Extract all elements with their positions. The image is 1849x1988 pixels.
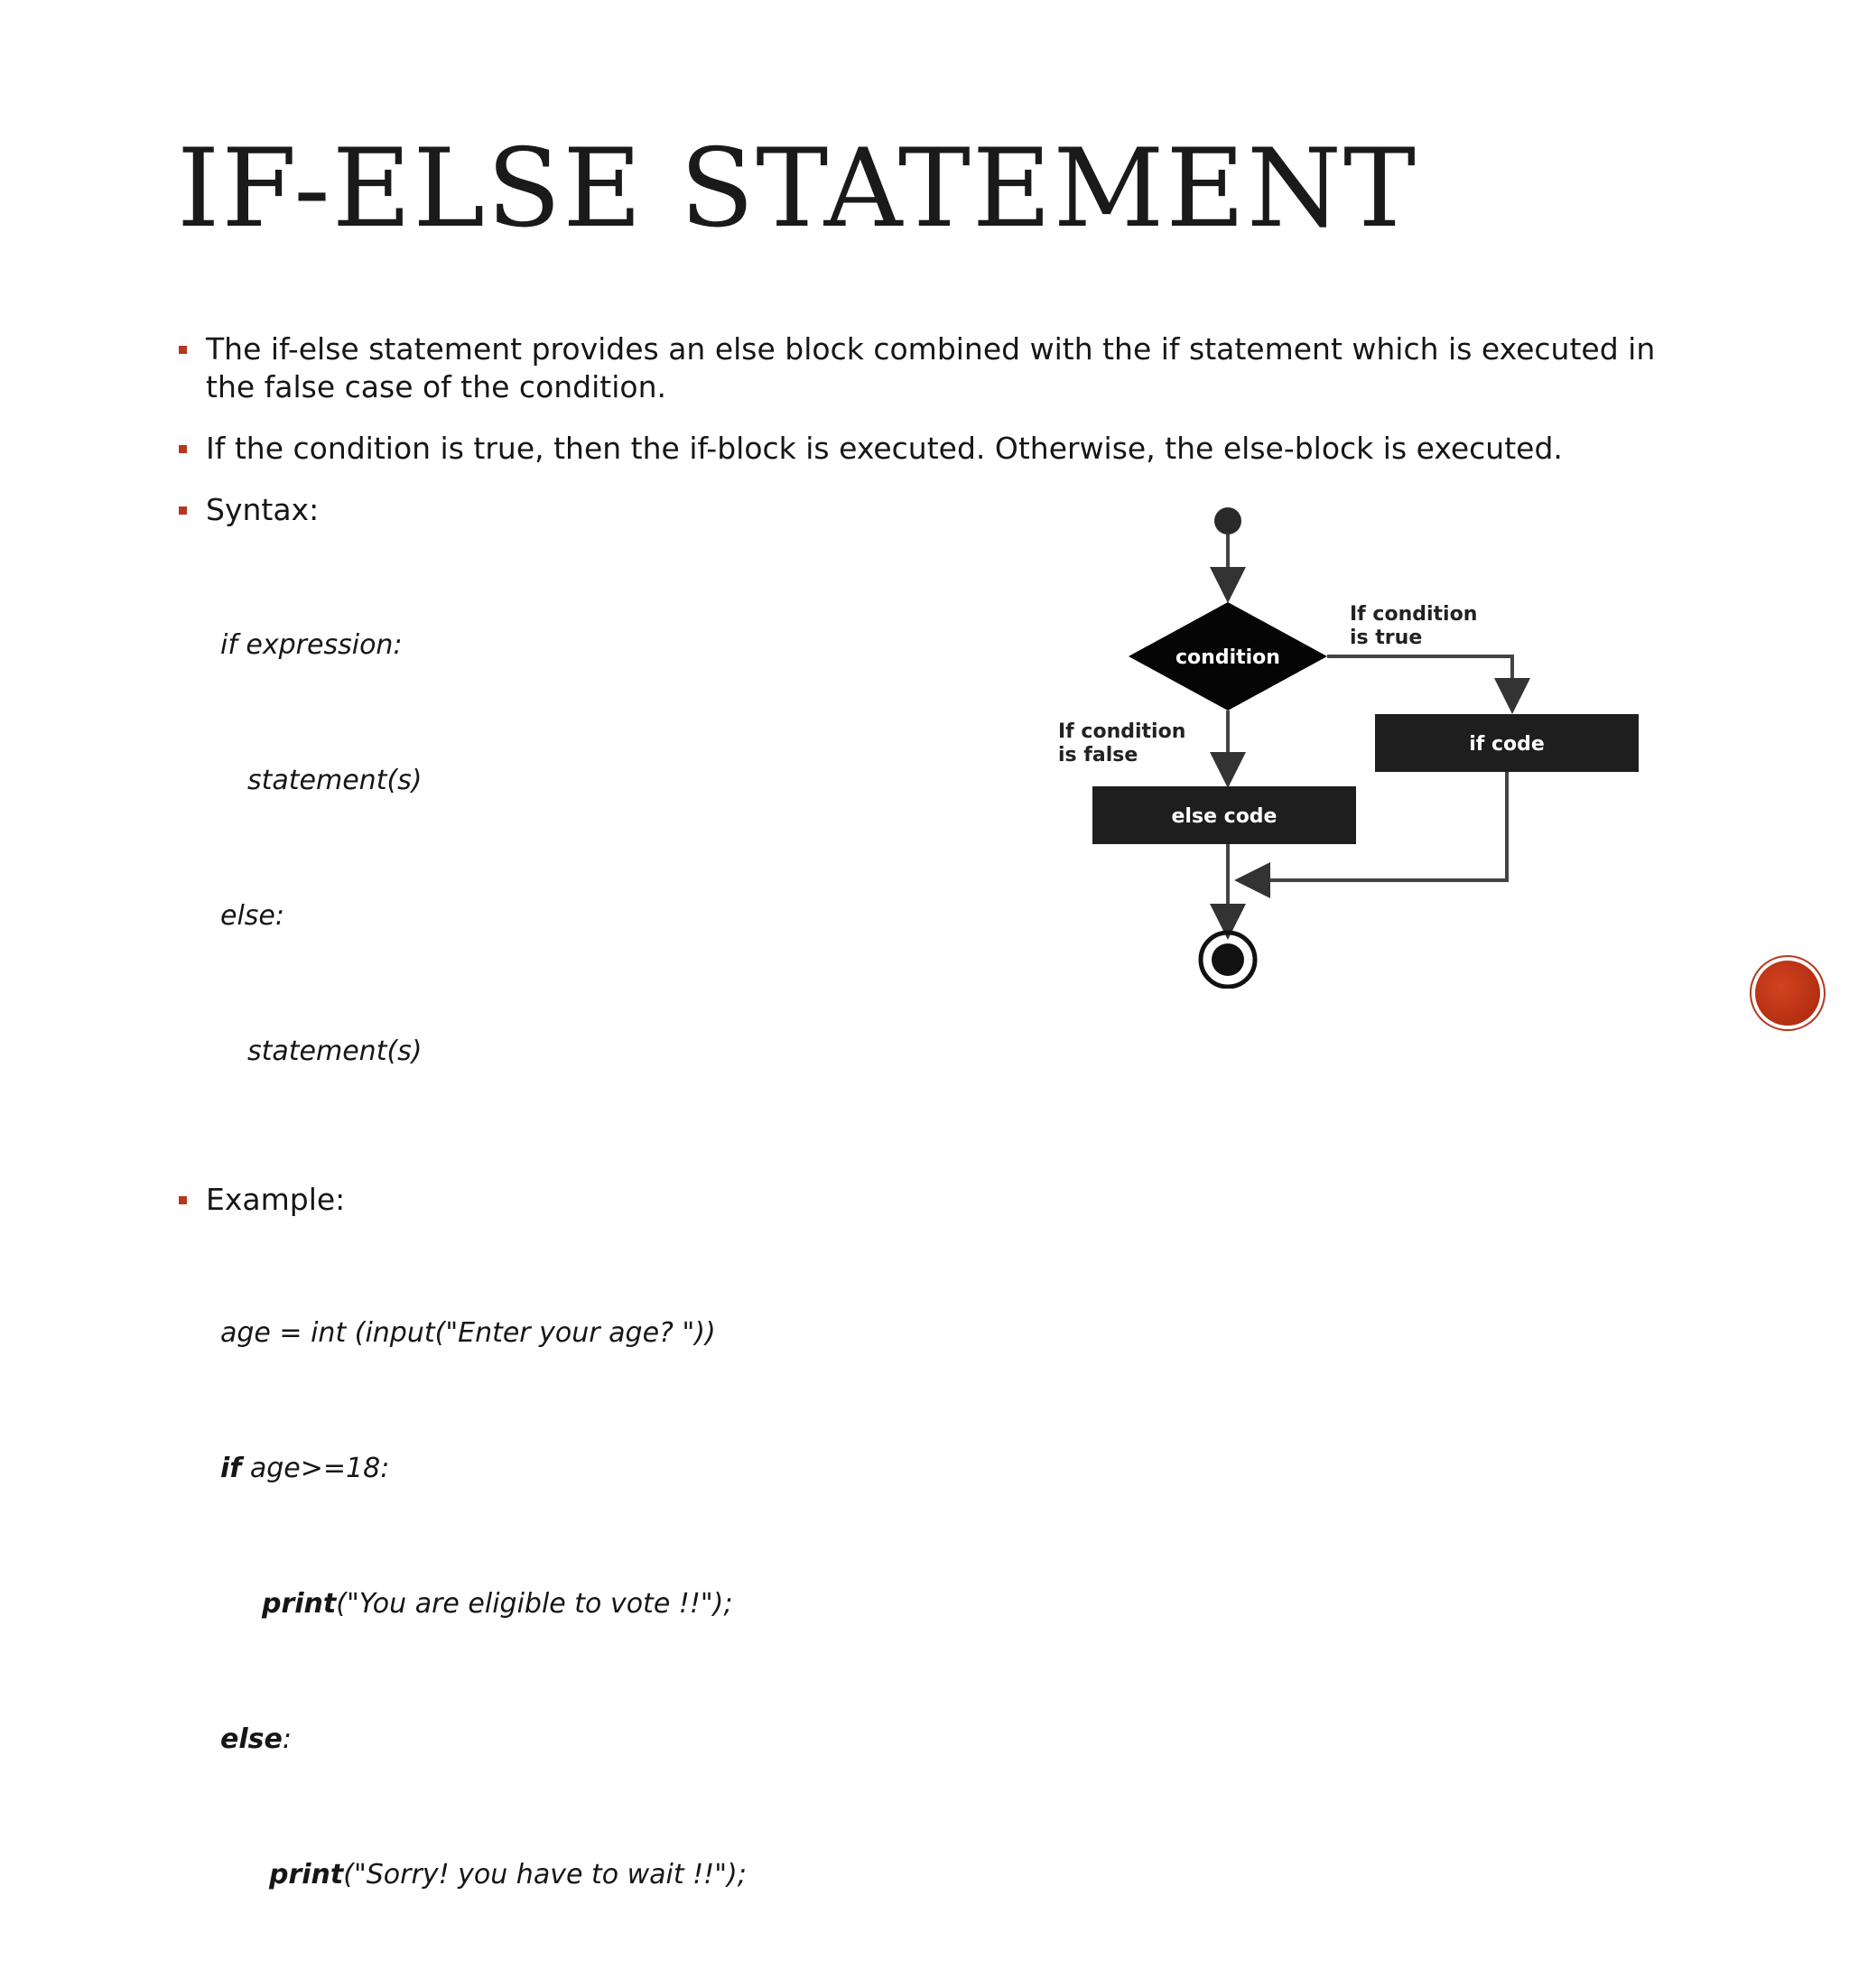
example-block: age = int (input("Enter your age? ")) if…	[220, 1221, 1659, 1988]
slide-title: IF-ELSE STATEMENT	[177, 126, 1417, 252]
square-bullet-icon	[179, 346, 187, 354]
bullet-item: If the condition is true, then the if-bl…	[179, 430, 1659, 468]
true-branch-label: If condition	[1350, 603, 1477, 626]
code-line: age = int (input("Enter your age? "))	[220, 1317, 716, 1349]
else-code-box	[1092, 786, 1356, 844]
square-bullet-icon	[179, 445, 187, 453]
code-keyword: print	[269, 1859, 344, 1890]
square-bullet-icon	[179, 1196, 187, 1204]
code-keyword: else	[220, 1723, 283, 1755]
code-line: statement(s)	[247, 765, 423, 796]
code-text: ("Sorry! you have to wait !!");	[343, 1859, 747, 1890]
code-line: else:	[220, 900, 284, 932]
code-keyword: if	[220, 1453, 242, 1484]
code-line: print("Sorry! you have to wait !!");	[220, 1853, 1659, 1898]
square-bullet-icon	[179, 506, 187, 515]
bullet-item: Syntax:	[179, 491, 1659, 529]
merge-arrow	[1234, 772, 1509, 898]
bullet-text: Syntax:	[206, 492, 320, 527]
bullet-text: Example:	[206, 1182, 346, 1217]
code-text: age>=18:	[241, 1453, 390, 1484]
code-line: if expression:	[220, 629, 403, 661]
condition-diamond	[1129, 602, 1327, 711]
bullet-text: If the condition is true, then the if-bl…	[206, 431, 1563, 466]
code-line: statement(s)	[247, 1036, 423, 1067]
end-node-core	[1212, 943, 1244, 976]
code-text: :	[282, 1723, 292, 1755]
if-code-label: if code	[1469, 733, 1545, 756]
else-code-label: else code	[1172, 805, 1278, 828]
code-keyword: print	[262, 1588, 337, 1620]
code-text: ("You are eligible to vote !!");	[336, 1588, 733, 1620]
start-node-icon	[1214, 507, 1241, 534]
code-line: else:	[220, 1717, 1659, 1762]
true-branch-label: is true	[1350, 627, 1422, 649]
code-line: if age>=18:	[220, 1446, 1659, 1491]
bullet-item: Example:	[179, 1181, 1659, 1219]
code-line: print("You are eligible to vote !!");	[220, 1582, 1659, 1627]
if-else-flowchart: condition If condition is true If condit…	[1058, 507, 1639, 989]
end-node-icon	[1198, 930, 1258, 989]
true-branch-arrow	[1327, 655, 1530, 714]
slide: IF-ELSE STATEMENT The if-else statement …	[177, 126, 1820, 1890]
false-branch-label: If condition	[1058, 720, 1185, 743]
if-code-box	[1375, 714, 1639, 772]
bullet-text: The if-else statement provides an else b…	[206, 331, 1656, 404]
false-branch-label: is false	[1058, 744, 1138, 766]
bullet-item: The if-else statement provides an else b…	[179, 330, 1659, 406]
circle-nav-icon[interactable]	[1755, 961, 1820, 1026]
condition-label: condition	[1175, 646, 1280, 669]
